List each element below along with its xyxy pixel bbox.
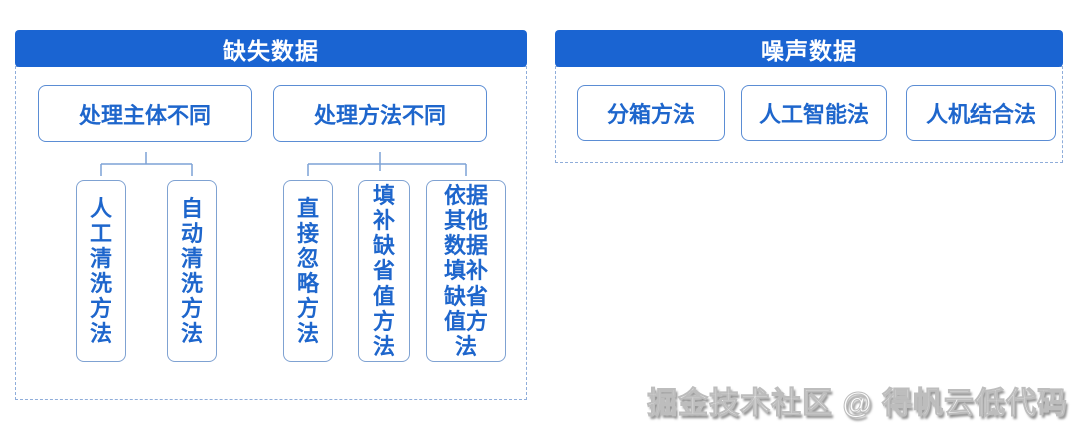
- node-manual-cleaning: 人工清洗方法: [76, 180, 126, 362]
- node-auto-cleaning: 自动清洗方法: [167, 180, 217, 362]
- node-label: 直接忽略方法: [296, 195, 319, 347]
- node-ai-method: 人工智能法: [741, 85, 887, 141]
- node-label: 依据其他数据填补缺省值方法: [443, 183, 488, 359]
- node-fill-default: 填补缺省值方法: [358, 180, 410, 362]
- node-processing-subject: 处理主体不同: [38, 85, 252, 142]
- node-label: 人工清洗方法: [89, 195, 112, 347]
- noisy-data-title: 噪声数据: [761, 37, 857, 64]
- node-binning-method: 分箱方法: [577, 85, 725, 141]
- node-fill-by-other-data: 依据其他数据填补缺省值方法: [426, 180, 506, 362]
- node-direct-ignore: 直接忽略方法: [283, 180, 333, 362]
- node-label: 处理方法不同: [313, 102, 446, 128]
- node-label: 分箱方法: [606, 102, 695, 127]
- node-processing-method: 处理主体不同 处理方法不同: [273, 85, 487, 142]
- missing-data-header: 缺失数据: [15, 30, 527, 67]
- watermark-text: 掘金技术社区 @ 得帆云低代码: [647, 387, 1068, 421]
- node-human-machine-method: 人机结合法: [906, 85, 1056, 141]
- missing-data-title: 缺失数据: [223, 37, 319, 64]
- node-label: 自动清洗方法: [180, 195, 203, 347]
- noisy-data-header: 噪声数据: [555, 30, 1063, 67]
- node-label: 人工智能法: [758, 102, 869, 127]
- node-label: 人机结合法: [925, 102, 1036, 127]
- node-label: 填补缺省值方法: [372, 183, 395, 359]
- node-label: 处理主体不同: [78, 102, 211, 128]
